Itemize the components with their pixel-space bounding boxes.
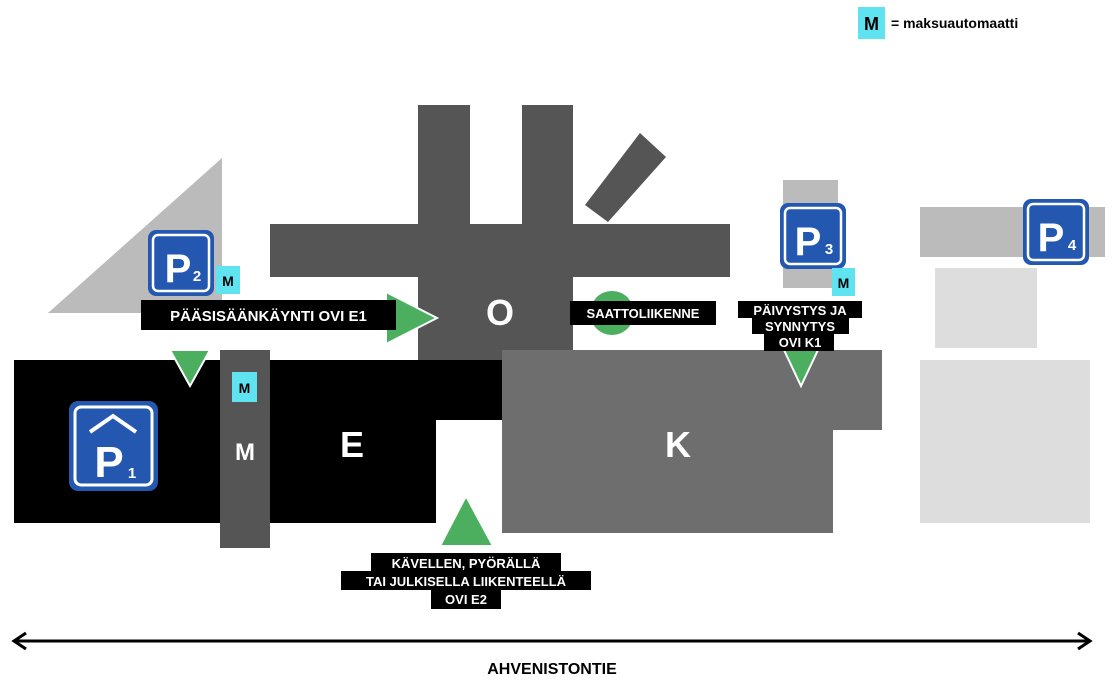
svg-text:1: 1 (128, 465, 136, 482)
svg-text:2: 2 (193, 268, 201, 285)
entrance-arrow-e2 (438, 493, 495, 547)
parking-sign-p4[interactable]: P 4 (1023, 199, 1089, 265)
building-k (502, 350, 882, 533)
building-light-1 (935, 268, 1037, 348)
svg-text:= maksuautomaatti: = maksuautomaatti (891, 15, 1018, 31)
svg-text:OVI E2: OVI E2 (445, 592, 487, 607)
street-arrow (11, 631, 1093, 651)
svg-text:PÄIVYSTYS JA: PÄIVYSTYS JA (753, 303, 847, 318)
parking-sign-p2[interactable]: P 2 (148, 230, 214, 296)
svg-text:M: M (222, 273, 234, 289)
legend: M = maksuautomaatti (858, 7, 1018, 39)
dropoff-label: SAATTOLIIKENNE (570, 301, 716, 325)
building-label-o: O (486, 292, 514, 333)
svg-text:TAI JULKISELLA LIIKENTEELLÄ: TAI JULKISELLA LIIKENTEELLÄ (366, 574, 567, 589)
svg-text:OVI K1: OVI K1 (779, 335, 822, 350)
street-name: AHVENISTONTIE (487, 661, 617, 678)
entrance-label-e2: KÄVELLEN, PYÖRÄLLÄ TAI JULKISELLA LIIKEN… (341, 553, 591, 609)
svg-text:4: 4 (1068, 237, 1077, 254)
svg-text:M: M (838, 275, 850, 291)
parking-sign-p3[interactable]: P 3 (780, 203, 846, 269)
pay-machine-m: M (232, 372, 257, 402)
building-o (270, 105, 730, 375)
pay-machine-legend-icon (858, 7, 885, 39)
building-label-k: K (665, 424, 691, 465)
building-light-2 (920, 360, 1090, 523)
building-label-e: E (340, 424, 364, 465)
entrance-arrow-p1 (168, 349, 212, 389)
svg-text:M: M (239, 380, 251, 396)
svg-text:KÄVELLEN, PYÖRÄLLÄ: KÄVELLEN, PYÖRÄLLÄ (392, 556, 541, 571)
svg-text:P: P (165, 247, 192, 291)
pay-machine-p3: M (832, 268, 855, 296)
entrance-label-k1: PÄIVYSTYS JA SYNNYTYS OVI K1 (738, 301, 862, 351)
svg-text:SYNNYTYS: SYNNYTYS (765, 319, 835, 334)
svg-text:P: P (795, 220, 822, 264)
svg-text:M: M (864, 14, 879, 34)
entrance-label-e1: PÄÄSISÄÄNKÄYNTI OVI E1 (141, 300, 396, 330)
svg-text:3: 3 (825, 241, 833, 258)
pay-machine-p2: M (216, 266, 240, 294)
parking-sign-p1[interactable]: P 1 (69, 401, 158, 491)
svg-text:SAATTOLIIKENNE: SAATTOLIIKENNE (587, 306, 700, 321)
svg-text:PÄÄSISÄÄNKÄYNTI OVI E1: PÄÄSISÄÄNKÄYNTI OVI E1 (170, 308, 367, 325)
svg-text:P: P (1038, 216, 1065, 260)
building-label-m: M (235, 439, 255, 466)
svg-text:P: P (94, 438, 123, 487)
